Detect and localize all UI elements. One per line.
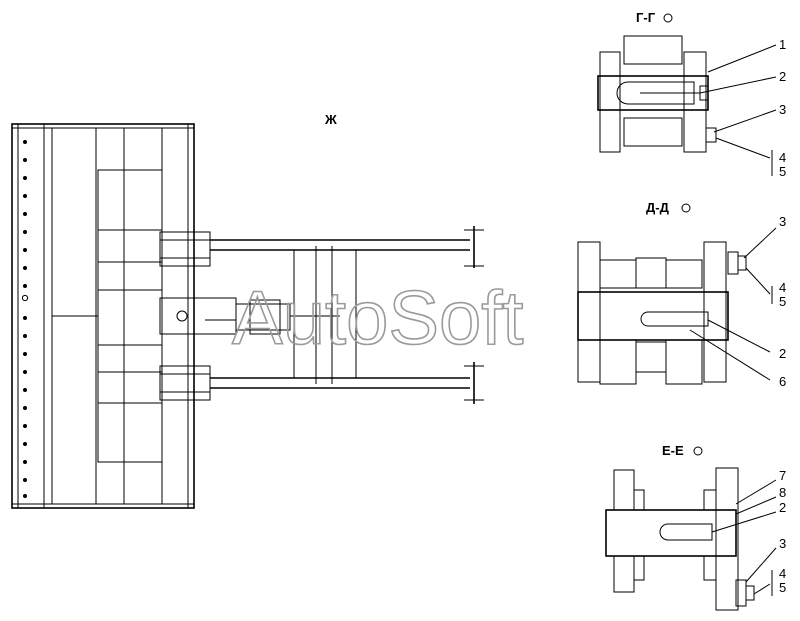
section-title-g: Г-Г bbox=[636, 10, 656, 25]
callout: 1 bbox=[779, 37, 786, 52]
callout: 2 bbox=[779, 500, 786, 515]
callout: 5 bbox=[779, 164, 786, 179]
callout: 2 bbox=[779, 69, 786, 84]
callout: 5 bbox=[779, 580, 786, 595]
section-title-d: Д-Д bbox=[646, 200, 670, 215]
section-marker-e-icon bbox=[693, 446, 703, 456]
callout: 2 bbox=[779, 346, 786, 361]
callout: 6 bbox=[779, 374, 786, 389]
section-marker-d-icon bbox=[681, 203, 691, 213]
section-d bbox=[577, 227, 777, 385]
section-marker-g-icon bbox=[663, 13, 673, 23]
view-label-zh: Ж bbox=[324, 112, 337, 127]
callout: 7 bbox=[779, 468, 786, 483]
watermark: AutoSoft bbox=[232, 276, 524, 361]
callout: 3 bbox=[779, 214, 786, 229]
section-title-e: Е-Е bbox=[662, 443, 684, 458]
callout: 4 bbox=[779, 280, 786, 295]
callout: 3 bbox=[779, 102, 786, 117]
section-g bbox=[597, 35, 777, 176]
callout: 3 bbox=[779, 536, 786, 551]
section-e bbox=[605, 467, 777, 611]
callout: 4 bbox=[779, 150, 786, 165]
main-view bbox=[11, 123, 484, 509]
callout: 8 bbox=[779, 485, 786, 500]
callout: 4 bbox=[779, 566, 786, 581]
blade-bolts bbox=[21, 140, 29, 498]
callout: 5 bbox=[779, 294, 786, 309]
